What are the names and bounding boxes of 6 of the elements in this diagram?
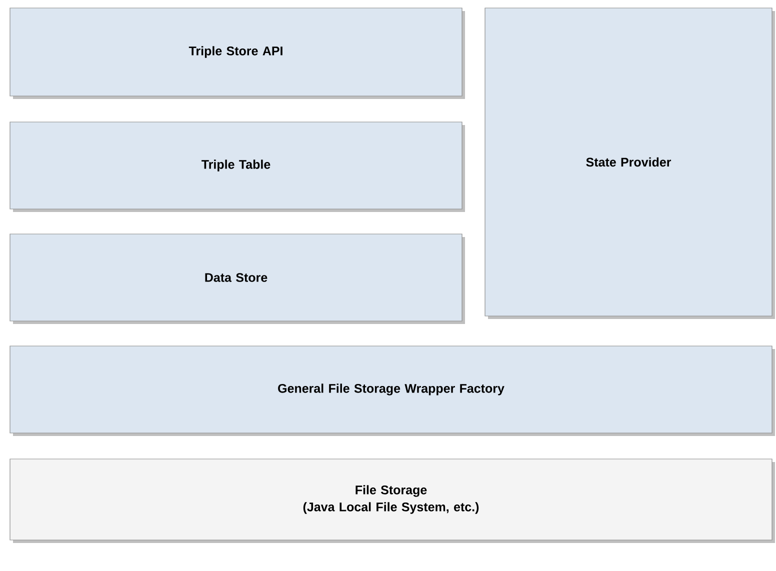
- layer-box: State Provider: [484, 8, 775, 319]
- layer-box: Triple Store API: [10, 8, 465, 99]
- layer-box: Data Store: [10, 234, 465, 324]
- layer-box: General File Storage Wrapper Factory: [10, 346, 775, 436]
- layer-box: File Storage (Java Local File System, etc.): [10, 458, 775, 543]
- layer-box: Triple Table: [10, 122, 465, 212]
